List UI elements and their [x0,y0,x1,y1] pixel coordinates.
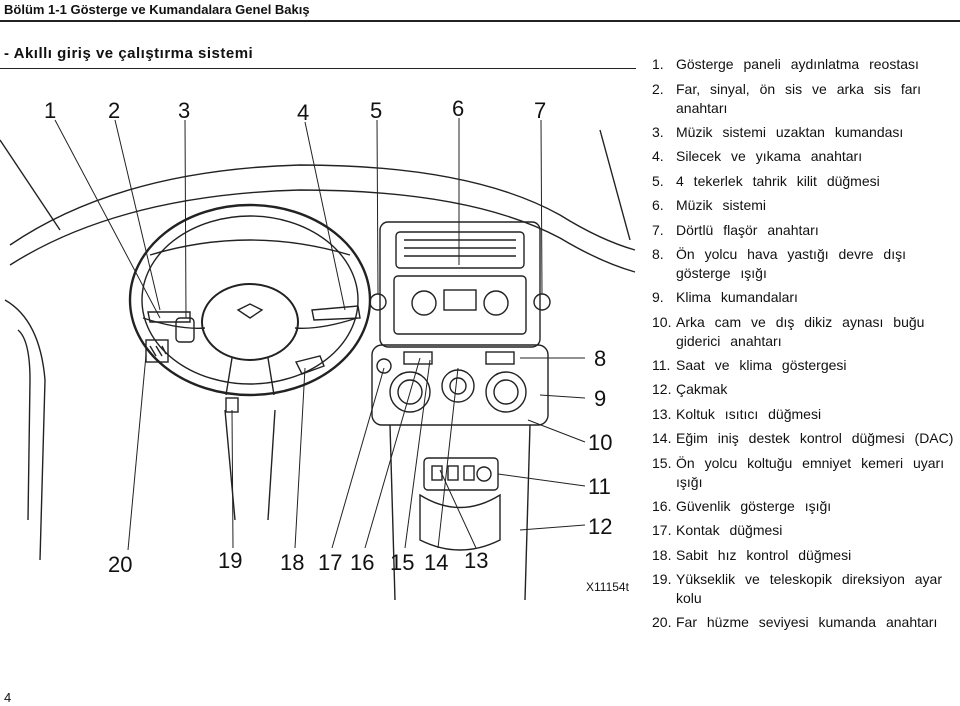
legend-text: Arka cam ve dış dikiz aynası buğu gideri… [676,313,925,349]
legend-item: 18.Sabit hız kontrol düğmesi [652,543,958,568]
callout-14: 14 [424,550,448,575]
callout-7: 7 [534,98,546,123]
dashboard-illustration: 1 2 3 4 5 6 7 8 9 10 11 12 20 19 18 17 1… [0,70,640,610]
legend-item: 4. Silecek ve yıkama anahtarı [652,144,958,169]
legend-number: 17. [652,522,672,538]
legend-number: 1. [652,56,664,72]
callout-15: 15 [390,550,414,575]
legend-number: 6. [652,197,664,213]
figure-code: X11154t [586,580,629,594]
callout-2: 2 [108,98,120,123]
legend-number: 19. [652,571,672,587]
legend-item: 2. Far, sinyal, ön sis ve arka sis farı a… [652,80,958,118]
legend-item: 20.Far hüzme seviyesi kumanda anahtarı [652,610,958,635]
page-header: Bölüm 1-1 Gösterge ve Kumandalara Genel … [0,0,960,22]
callout-5: 5 [370,98,382,123]
legend-item: 9. Klima kumandaları [652,285,958,310]
legend-text: 4 tekerlek tahrik kilit düğmesi [676,172,880,189]
legend-item: 16.Güvenlik gösterge ışığı [652,494,958,519]
callout-1: 1 [44,98,56,123]
leader-lines [54,118,586,551]
legend-text: Eğim iniş destek kontrol düğmesi (DAC) [676,430,954,446]
legend-number: 3. [652,123,664,140]
legend-item: 13.Koltuk ısıtıcı düğmesi [652,402,958,427]
legend-number: 15. [652,454,672,471]
callout-6: 6 [452,96,464,121]
callout-13: 13 [464,548,488,573]
legend-number: 10. [652,313,672,330]
legend-number: 18. [652,546,672,563]
callout-17: 17 [318,550,342,575]
legend-number: 16. [652,497,672,514]
4wd-lock-button [369,293,387,311]
legend-text: Güvenlik gösterge ışığı [676,497,832,514]
callout-12: 12 [588,514,612,539]
callout-18: 18 [280,550,304,575]
legend-item: 3. Müzik sistemi uzaktan kumandası [652,120,958,145]
legend-text: Koltuk ısıtıcı düğmesi [676,405,822,422]
legend-item: 1. Gösterge paneli aydınlatma reostası [652,52,958,77]
legend-text: Yükseklik ve teleskopik direksiyon ayar … [676,571,942,606]
header-rule [0,20,960,22]
console-switches [423,457,499,491]
legend-text: Far hüzme seviyesi kumanda anahtarı [676,614,938,630]
center-stack [369,221,551,426]
legend-text: Saat ve klima göstergesi [676,356,847,373]
callout-20: 20 [108,552,132,577]
legend-text: Silecek ve yıkama anahtarı [676,148,863,164]
legend-number: 14. [652,430,672,446]
hazard-button [533,293,551,311]
legend-text: Ön yolcu koltuğu emniyet kemeri uyarı ış… [676,454,945,490]
legend-item: 15.Ön yolcu koltuğu emniyet kemeri uyarı… [652,454,958,492]
legend-text: Klima kumandaları [676,289,798,305]
legend-number: 9. [652,289,664,305]
section-rule [0,68,636,69]
legend-text: Müzik sistemi [676,197,767,213]
chapter-title: Bölüm 1-1 Gösterge ve Kumandalara Genel … [4,2,310,17]
legend-text: Çakmak [676,381,728,397]
legend-item: 7. Dörtlü flaşör anahtarı [652,218,958,243]
legend-number: 11. [652,356,671,373]
legend-item: 8. Ön yolcu hava yastığı devre dışı göste… [652,245,958,283]
callout-19: 19 [218,548,242,573]
callout-9: 9 [594,386,606,411]
left-stalk [147,311,191,323]
legend-number: 8. [652,246,664,262]
legend-number: 2. [652,80,664,97]
section-title: - Akıllı giriş ve çalıştırma sistemi [4,45,254,62]
legend-item: 17.Kontak düğmesi [652,518,958,543]
legend-item: 11. Saat ve klima göstergesi [652,353,958,378]
callout-3: 3 [178,98,190,123]
legend-text: Gösterge paneli aydınlatma reostası [676,56,919,72]
legend-item: 10.Arka cam ve dış dikiz aynası buğu gid… [652,313,958,351]
steering-wheel [128,203,372,397]
legend-item: 14.Eğim iniş destek kontrol düğmesi (DAC… [652,426,958,451]
left-switch-cluster [145,339,169,363]
right-stalk [311,305,361,321]
legend-number: 12. [652,381,672,397]
callout-16: 16 [350,550,374,575]
legend-text: Far, sinyal, ön sis ve arka sis farı ana… [676,80,922,116]
callout-8: 8 [594,346,606,371]
legend-text: Dörtlü flaşör anahtarı [676,221,819,238]
legend-number: 5. [652,172,664,189]
legend-item: 6. Müzik sistemi [652,193,958,218]
legend-text: Sabit hız kontrol düğmesi [676,546,852,563]
page-number: 4 [4,690,12,705]
legend-item: 5. 4 tekerlek tahrik kilit düğmesi [652,169,958,194]
legend-number: 4. [652,148,664,164]
dashboard-top-edge [9,164,636,251]
legend-text: Ön yolcu hava yastığı devre dışı gösterg… [676,246,906,281]
legend-number: 13. [652,405,672,422]
legend-text: Kontak düğmesi [676,522,783,538]
legend-text: Müzik sistemi uzaktan kumandası [676,123,904,140]
legend-item: 12.Çakmak [652,377,958,402]
callout-4: 4 [297,100,309,125]
legend-item: 19.Yükseklik ve teleskopik direksiyon ay… [652,570,958,608]
callout-11: 11 [588,474,611,499]
legend-number: 7. [652,221,664,238]
legend-list: 1. Gösterge paneli aydınlatma reostası 2. F… [652,52,958,635]
callout-10: 10 [588,430,612,455]
legend-number: 20. [652,614,672,630]
